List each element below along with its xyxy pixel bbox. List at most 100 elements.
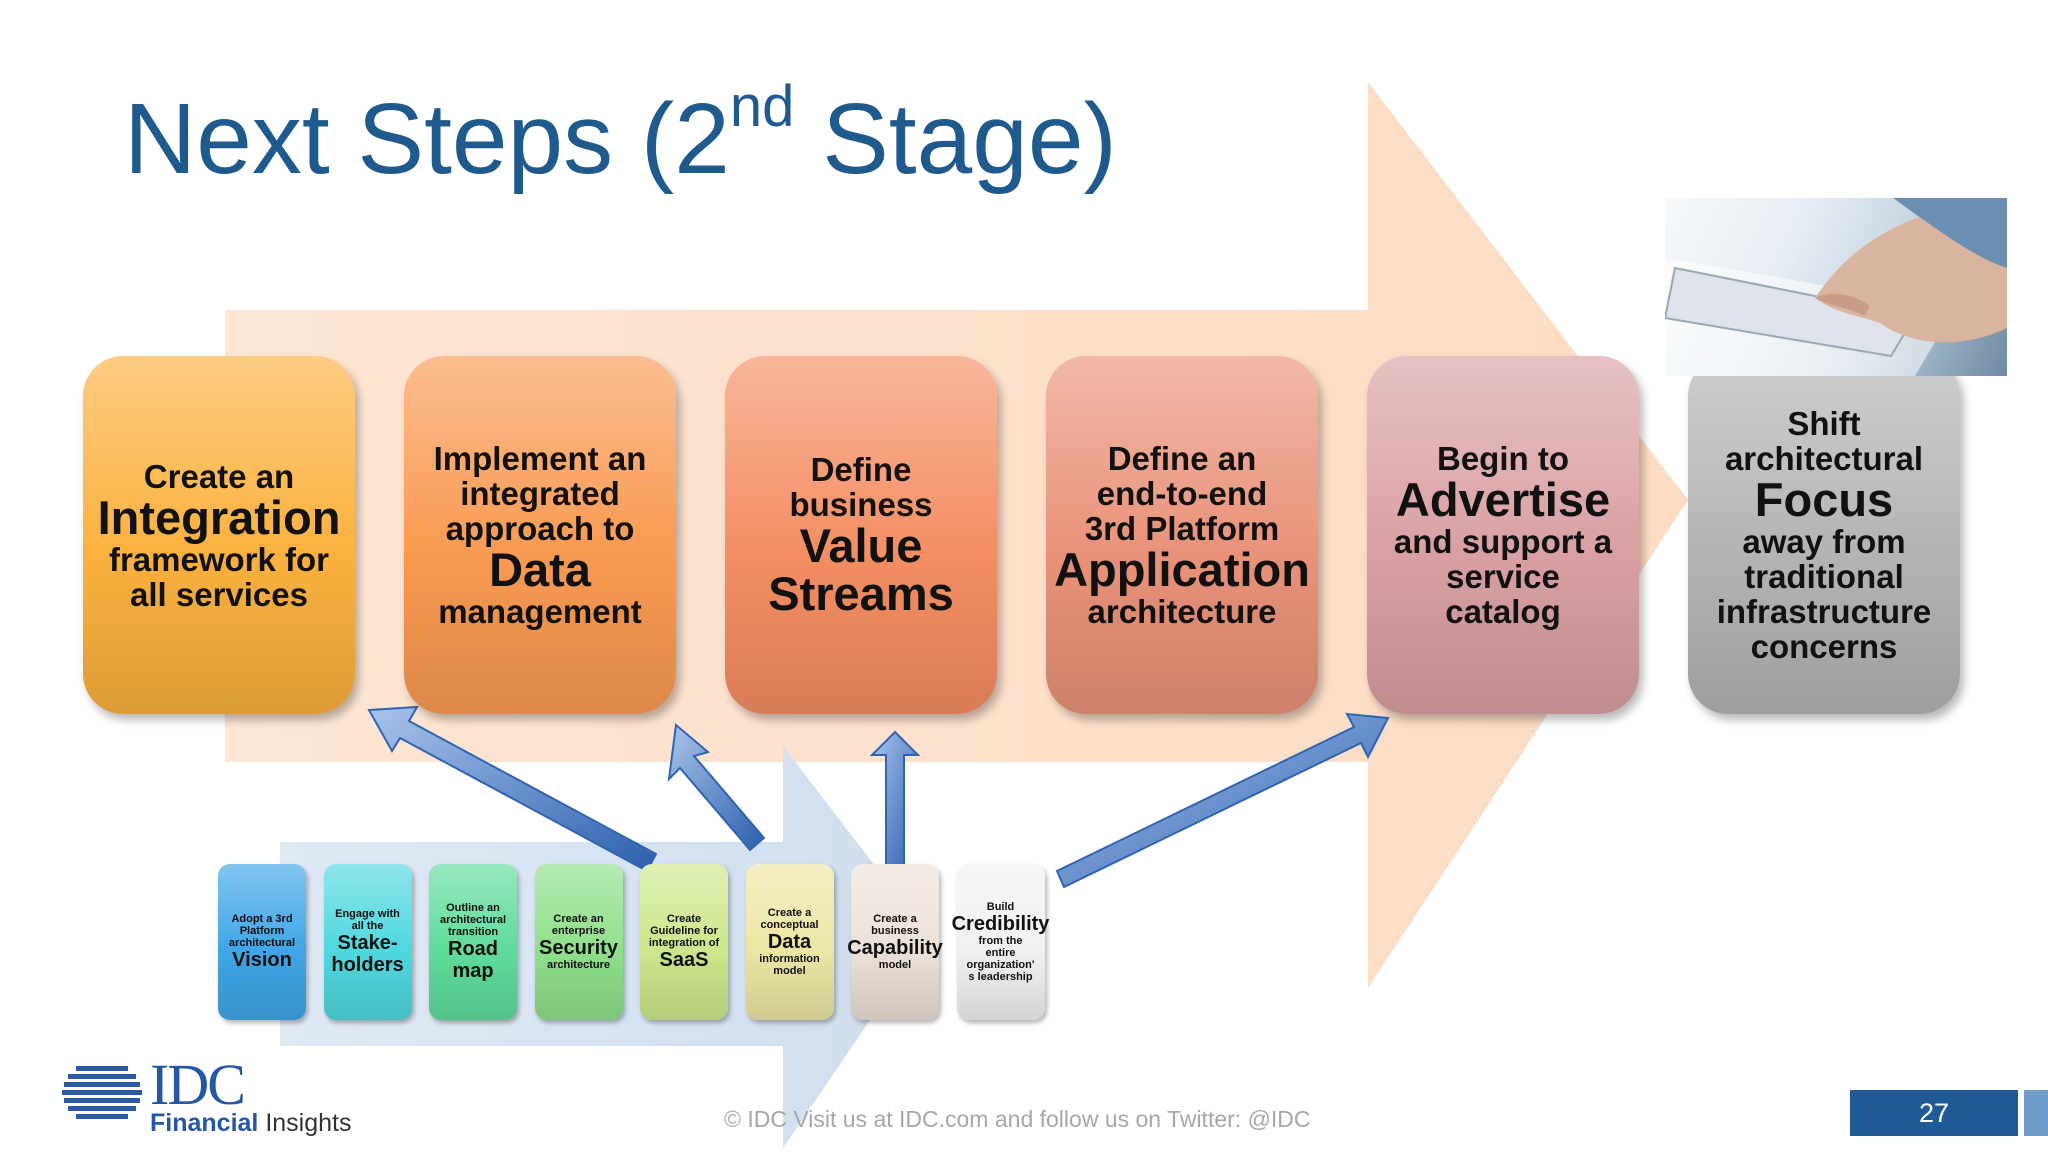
substep-box-line: transition [447,926,499,938]
substep-box-line: entire [985,947,1016,959]
substep-box-line: model [773,965,806,977]
page-title: Next Steps (2nd Stage) [124,78,1117,195]
substep-box-line: Stake- [337,932,398,954]
substep-box-line: organization' [966,959,1035,971]
step-box-line: concerns [1750,628,1898,665]
substep-box-line: Create a [767,907,812,919]
step-box-line: framework for [108,540,330,578]
substep-box-line: Road [448,938,498,960]
substep-box-line: Vision [232,949,292,971]
substep-box-line: business [871,925,919,937]
substep-box-line: Guideline for [650,925,718,937]
page-number: 27 [1850,1090,2018,1136]
step-box-line: approach to [445,510,635,547]
substep-box-line: Capability [847,937,943,959]
substep-box-line: Engage with [335,908,400,920]
substep-box-line: Security [539,937,618,959]
substep-box-line: all the [351,920,384,932]
substep-box-line: architectural [228,937,296,949]
step-box-line: Advertise [1395,473,1611,526]
substep-box-line: conceptual [760,919,819,931]
substep-box-line: information [759,953,820,965]
step-box-line: and support a [1393,523,1613,560]
step-box-line: Application [1054,543,1310,596]
title-superscript: nd [729,74,795,139]
substep-box-line: Data [767,931,812,953]
globe-logo-icon [62,1066,142,1119]
footer-text: © IDC Visit us at IDC.com and follow us … [724,1106,1311,1132]
step-box-line: architectural [1724,440,1924,477]
substep-box-line: Create [666,913,702,925]
step-box-line: architecture [1087,593,1277,630]
step-box-line: Implement an [433,440,647,477]
connector-arrow-2 [667,723,766,852]
connector-arrows [367,705,1390,889]
step-box-line: Begin to [1437,440,1569,477]
step-box-line: away from [1742,523,1906,560]
step-box-line: Focus [1754,473,1894,526]
substep-box-line: Adopt a 3rd [231,913,293,925]
step-box-line: Integration [97,490,341,544]
substep-box-line: architecture [547,959,610,971]
step-box-line: Define [810,451,912,488]
substep-box-line: Create a [873,913,917,925]
step-box-line: Streams [768,567,954,620]
step-box-line: Shift [1787,405,1861,442]
substep-box-line: holders [331,954,404,976]
step-box-line: traditional [1744,558,1904,595]
logo-sub-rest: Insights [258,1109,352,1137]
substep-box-line: SaaS [659,949,709,971]
substep-box-line: enterprise [551,925,606,937]
step-box-line: end-to-end [1096,475,1268,512]
step-box-line: Value [799,519,923,572]
step-box-line: catalog [1445,593,1561,630]
tablet-hand-photo [1665,198,2007,376]
substep-box-line: Credibility [951,913,1050,935]
page-number-stripe [2024,1090,2048,1136]
substep-box-line: model [878,959,912,971]
title-end: Stage) [794,83,1117,195]
substep-box-line: s leadership [968,971,1033,983]
connector-arrow-1 [367,705,658,873]
connector-arrow-3 [869,730,921,871]
step-box-line: infrastructure [1716,593,1932,630]
step-box-line: business [789,486,933,523]
title-main: Next Steps (2 [124,83,730,195]
step-box-line: integrated [460,475,620,512]
substep-box-line: from the [978,935,1023,947]
substep-box-line: architectural [439,914,507,926]
logo-wordmark: IDC [150,1052,246,1117]
substep-box-line: Create an [553,913,604,925]
tablet-hand-illustration [1665,198,2007,376]
step-box-line: Define an [1107,440,1257,477]
substep-box-line: Build [986,901,1015,913]
step-box-line: Create an [143,457,295,495]
substep-box-line: Outline an [446,902,500,914]
step-box-line: service [1446,558,1560,595]
step-box-line: management [438,593,642,630]
substep-box-line: Platform [239,925,285,937]
step-box-line: 3rd Platform [1084,510,1280,547]
substep-box-line: integration of [648,937,720,949]
step-box-line: Data [489,543,591,596]
logo-sub-bold: Financial [150,1109,259,1137]
connector-arrow-4 [1055,712,1390,889]
step-box-line: all services [130,575,308,613]
logo-subtitle: Financial Insights [150,1109,351,1138]
substep-box-line: map [452,960,494,982]
